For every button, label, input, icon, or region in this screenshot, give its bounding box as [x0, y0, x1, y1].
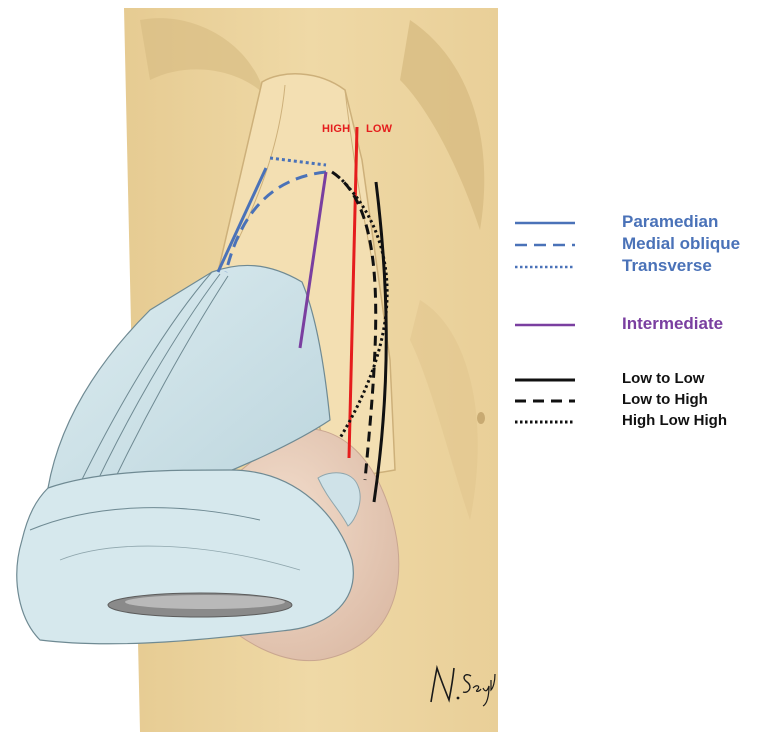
low-marker-label: LOW [366, 123, 392, 135]
legend-item-transverse: Transverse [515, 256, 774, 278]
intermediate-swatch [515, 322, 575, 328]
cheek-dimple [477, 412, 485, 424]
low-to-high-swatch [515, 398, 575, 404]
medial-oblique-swatch [515, 242, 575, 248]
medial-oblique-label: Medial oblique [622, 234, 740, 254]
high-low-high-label: High Low High [622, 412, 727, 429]
high-marker-label: HIGH [322, 123, 350, 135]
legend-item-low-to-low: Low to Low [515, 370, 774, 392]
legend-item-high-low-high: High Low High [515, 412, 774, 434]
low-to-low-label: Low to Low [622, 370, 704, 387]
paramedian-label: Paramedian [622, 212, 718, 232]
legend-item-paramedian: Paramedian [515, 212, 774, 234]
paramedian-swatch [515, 220, 575, 226]
intermediate-label: Intermediate [622, 314, 723, 334]
legend-item-intermediate: Intermediate [515, 314, 774, 336]
transverse-label: Transverse [622, 256, 712, 276]
high-low-high-swatch [515, 419, 575, 425]
legend-item-medial-oblique: Medial oblique [515, 234, 774, 256]
low-to-low-swatch [515, 377, 575, 383]
artist-signature [427, 662, 497, 708]
low-to-high-label: Low to High [622, 391, 708, 408]
legend-item-low-to-high: Low to High [515, 391, 774, 413]
transverse-swatch [515, 264, 575, 270]
nostril-inner [125, 595, 285, 609]
